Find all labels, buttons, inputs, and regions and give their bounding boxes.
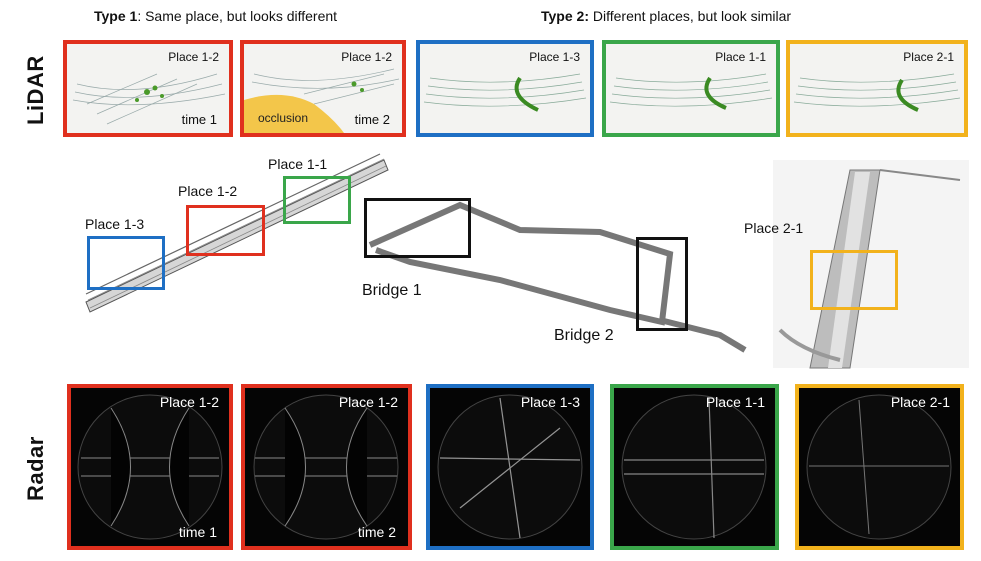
type2-caption: Type 2: Different places, but look simil…: [541, 8, 791, 24]
lidar-scan-image: [244, 68, 400, 133]
radar-place-label: Place 1-1: [705, 394, 765, 410]
radar-scan-image: [437, 394, 583, 540]
lidar-time-label: time 2: [354, 112, 390, 127]
place-1-3-highlight-box: [87, 236, 165, 290]
type1-title: Type 1: [94, 8, 138, 24]
radar-row-label: Radar: [23, 436, 48, 501]
place-2-1-label: Place 2-1: [744, 220, 804, 236]
occlusion-region: [244, 94, 344, 133]
radar-panel-place-1-2-time-1: Place 1-2 time 1: [67, 384, 233, 550]
radar-scan-image: [77, 394, 223, 540]
elevated-road-segment: [85, 153, 389, 313]
place-1-3-label: Place 1-3: [85, 216, 145, 232]
radar-time-label: time 1: [178, 524, 217, 540]
bridge-2-label: Bridge 2: [554, 327, 614, 344]
lidar-scan-image: [609, 73, 773, 110]
lidar-panel-place-1-2-time-2: Place 1-2 occlusion time 2: [240, 40, 406, 137]
radar-place-label: Place 1-2: [159, 394, 219, 410]
radar-panel-place-2-1: Place 2-1: [795, 384, 964, 550]
radar-panel-place-1-2-time-2: Place 1-2 time 2: [241, 384, 412, 550]
place-1-1-label: Place 1-1: [268, 156, 328, 172]
place-1-2-highlight-box: [186, 205, 265, 256]
type2-title: Type 2:: [541, 8, 589, 24]
lidar-place-label: Place 1-2: [341, 50, 392, 64]
type1-description: : Same place, but looks different: [137, 8, 338, 24]
lidar-place-label: Place 1-1: [715, 50, 766, 64]
lidar-time-label: time 1: [181, 112, 217, 127]
radar-scan-image: [621, 394, 767, 540]
lidar-row-label: LiDAR: [23, 55, 48, 125]
campus-road-scene: [773, 160, 969, 369]
radar-place-label: Place 1-2: [338, 394, 398, 410]
bridge-loop-track: [368, 201, 747, 353]
radar-panel-place-1-3: Place 1-3: [426, 384, 594, 550]
place-2-1-highlight-box: [810, 250, 898, 310]
occlusion-label: occlusion: [258, 111, 309, 125]
radar-panel-place-1-1: Place 1-1: [610, 384, 779, 550]
radar-place-label: Place 2-1: [890, 394, 950, 410]
place-1-2-label: Place 1-2: [178, 183, 238, 199]
bridge-1-label: Bridge 1: [362, 282, 422, 299]
radar-time-label: time 2: [357, 524, 396, 540]
lidar-panel-place-1-2-time-1: Place 1-2 time 1: [63, 40, 233, 137]
type2-description: Different places, but look similar: [588, 8, 792, 24]
lidar-scan-image: [72, 73, 226, 125]
lidar-panel-place-2-1: Place 2-1: [786, 40, 968, 137]
lidar-panel-place-1-1: Place 1-1: [602, 40, 780, 137]
bridge-1-box: [364, 198, 471, 258]
lidar-place-label: Place 1-3: [529, 50, 580, 64]
lidar-scan-image: [423, 73, 587, 112]
point-cloud-map: [85, 153, 969, 369]
place-1-1-highlight-box: [283, 176, 351, 224]
lidar-place-label: Place 2-1: [903, 50, 954, 64]
radar-scan-image: [806, 394, 952, 540]
type1-caption: Type 1: Same place, but looks different: [94, 8, 337, 24]
lidar-scan-image: [793, 73, 961, 112]
radar-place-label: Place 1-3: [520, 394, 580, 410]
lidar-place-label: Place 1-2: [168, 50, 219, 64]
lidar-panel-place-1-3: Place 1-3: [416, 40, 594, 137]
bridge-2-box: [636, 237, 688, 331]
radar-scan-image: [253, 394, 399, 540]
